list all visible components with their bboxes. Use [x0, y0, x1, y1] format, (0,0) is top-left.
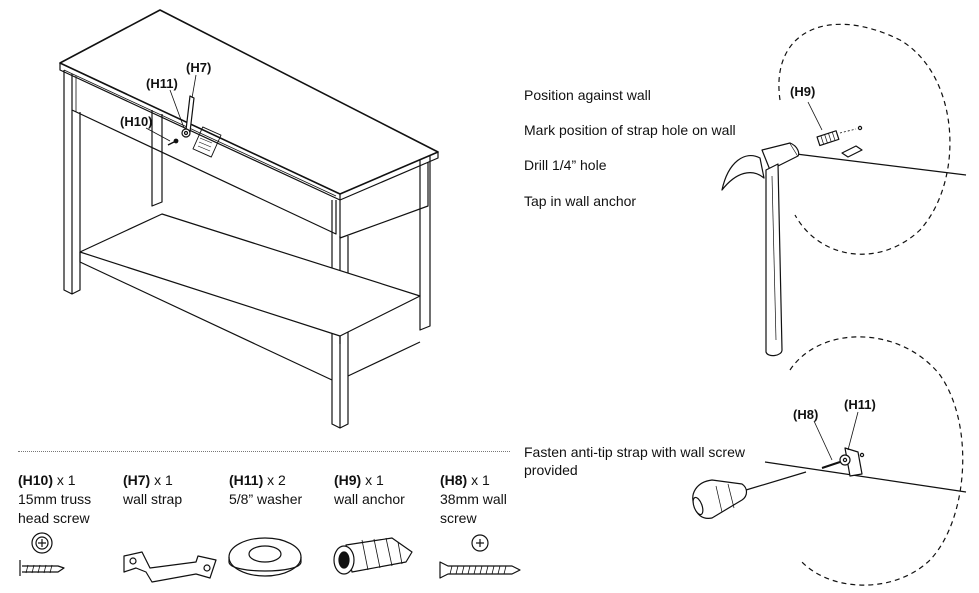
part-qty: x 1 — [361, 472, 384, 488]
callout-h8: (H8) — [793, 407, 819, 422]
part-h11: (H11) x 2 5/8” washer — [229, 471, 302, 509]
washer-icon — [228, 537, 302, 577]
part-desc: screw — [440, 510, 477, 526]
callout-h7: (H7) — [186, 60, 212, 75]
part-h9: (H9) x 1 wall anchor — [334, 471, 405, 509]
part-code: (H9) — [334, 472, 362, 488]
wall-screw-icon — [439, 534, 521, 579]
part-h8: (H8) x 1 38mm wall screw — [440, 471, 507, 528]
part-code: (H10) — [18, 472, 54, 488]
part-h7: (H7) x 1 wall strap — [123, 471, 182, 509]
callout-h11-table: (H11) — [146, 76, 178, 91]
step-drill: Drill 1/4” hole — [524, 157, 607, 173]
wall-anchor-icon — [333, 537, 413, 575]
part-qty: x 1 — [150, 472, 173, 488]
part-desc: 15mm truss — [18, 491, 92, 507]
parts-divider — [18, 451, 510, 452]
step-anchor: Tap in wall anchor — [524, 193, 637, 209]
part-h10: (H10) x 1 15mm truss head screw — [18, 471, 91, 528]
wall-strap-icon — [123, 551, 217, 583]
truss-screw-icon — [19, 532, 65, 576]
step-fasten-cont: provided — [524, 462, 578, 478]
part-desc: 5/8” washer — [229, 491, 303, 507]
step-mark: Mark position of strap hole on wall — [524, 122, 736, 138]
wall-detail-upper — [721, 23, 967, 357]
part-desc: wall strap — [123, 491, 183, 507]
part-code: (H8) — [440, 472, 468, 488]
part-code: (H11) — [229, 472, 264, 488]
step-position: Position against wall — [524, 87, 651, 103]
part-code: (H7) — [123, 472, 151, 488]
part-qty: x 1 — [53, 472, 76, 488]
console-table-drawing — [59, 9, 439, 429]
part-desc: head screw — [18, 510, 90, 526]
part-qty: x 2 — [263, 472, 286, 488]
part-desc: 38mm wall — [440, 491, 507, 507]
callout-h11-wall: (H11) — [844, 397, 876, 412]
part-qty: x 1 — [467, 472, 490, 488]
part-desc: wall anchor — [334, 491, 405, 507]
wall-detail-lower — [692, 336, 967, 586]
callout-h9: (H9) — [790, 84, 816, 99]
callout-h10: (H10) — [120, 114, 153, 129]
step-fasten: Fasten anti-tip strap with wall screw — [524, 444, 745, 460]
